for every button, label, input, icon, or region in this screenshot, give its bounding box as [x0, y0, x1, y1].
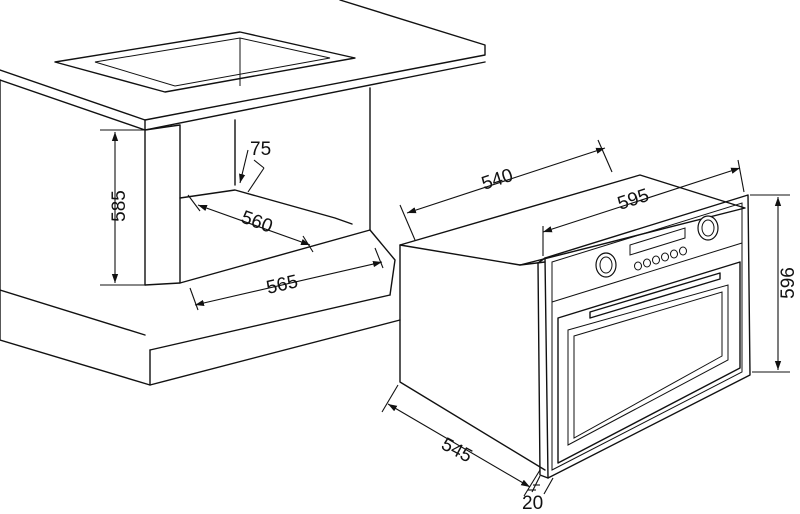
cabinet-drawing [0, 0, 486, 386]
oven-drawing [399, 174, 751, 479]
oven-front-frame [544, 194, 751, 479]
dimension-label-545: 545 [438, 434, 476, 467]
countertop-front-edge [0, 61, 486, 131]
dimension-595: 595 [542, 159, 745, 256]
dimension-20: 20 [522, 475, 554, 514]
countertop-top [0, 0, 486, 121]
dimension-label-595: 595 [615, 185, 652, 215]
dimension-560: 560 [187, 194, 314, 253]
dimension-75: 75 [239, 139, 271, 193]
dimension-540: 540 [399, 139, 613, 241]
sink-cutout [54, 31, 356, 93]
cabinet-base [144, 229, 371, 286]
dimension-label-540: 540 [479, 165, 516, 195]
display-window [629, 227, 686, 256]
dimension-label-565: 565 [264, 271, 300, 299]
dimension-545: 545 [381, 384, 541, 497]
oven-window [567, 284, 729, 446]
left-knob [595, 252, 617, 278]
oven-body-top [399, 174, 746, 266]
control-buttons [634, 246, 687, 271]
dimension-585: 585 [100, 129, 145, 286]
dimension-label-596: 596 [778, 267, 799, 299]
dimension-label-75: 75 [250, 139, 271, 160]
dimension-label-20: 20 [522, 493, 543, 514]
oven-body-side [399, 244, 546, 471]
dimension-label-585: 585 [109, 190, 130, 222]
cabinet-side [0, 79, 151, 386]
oven-door [557, 261, 741, 464]
dimension-label-560: 560 [238, 207, 275, 238]
dimension-565: 565 [189, 247, 384, 311]
oven-handle [589, 272, 721, 319]
dimension-596: 596 [750, 194, 799, 373]
